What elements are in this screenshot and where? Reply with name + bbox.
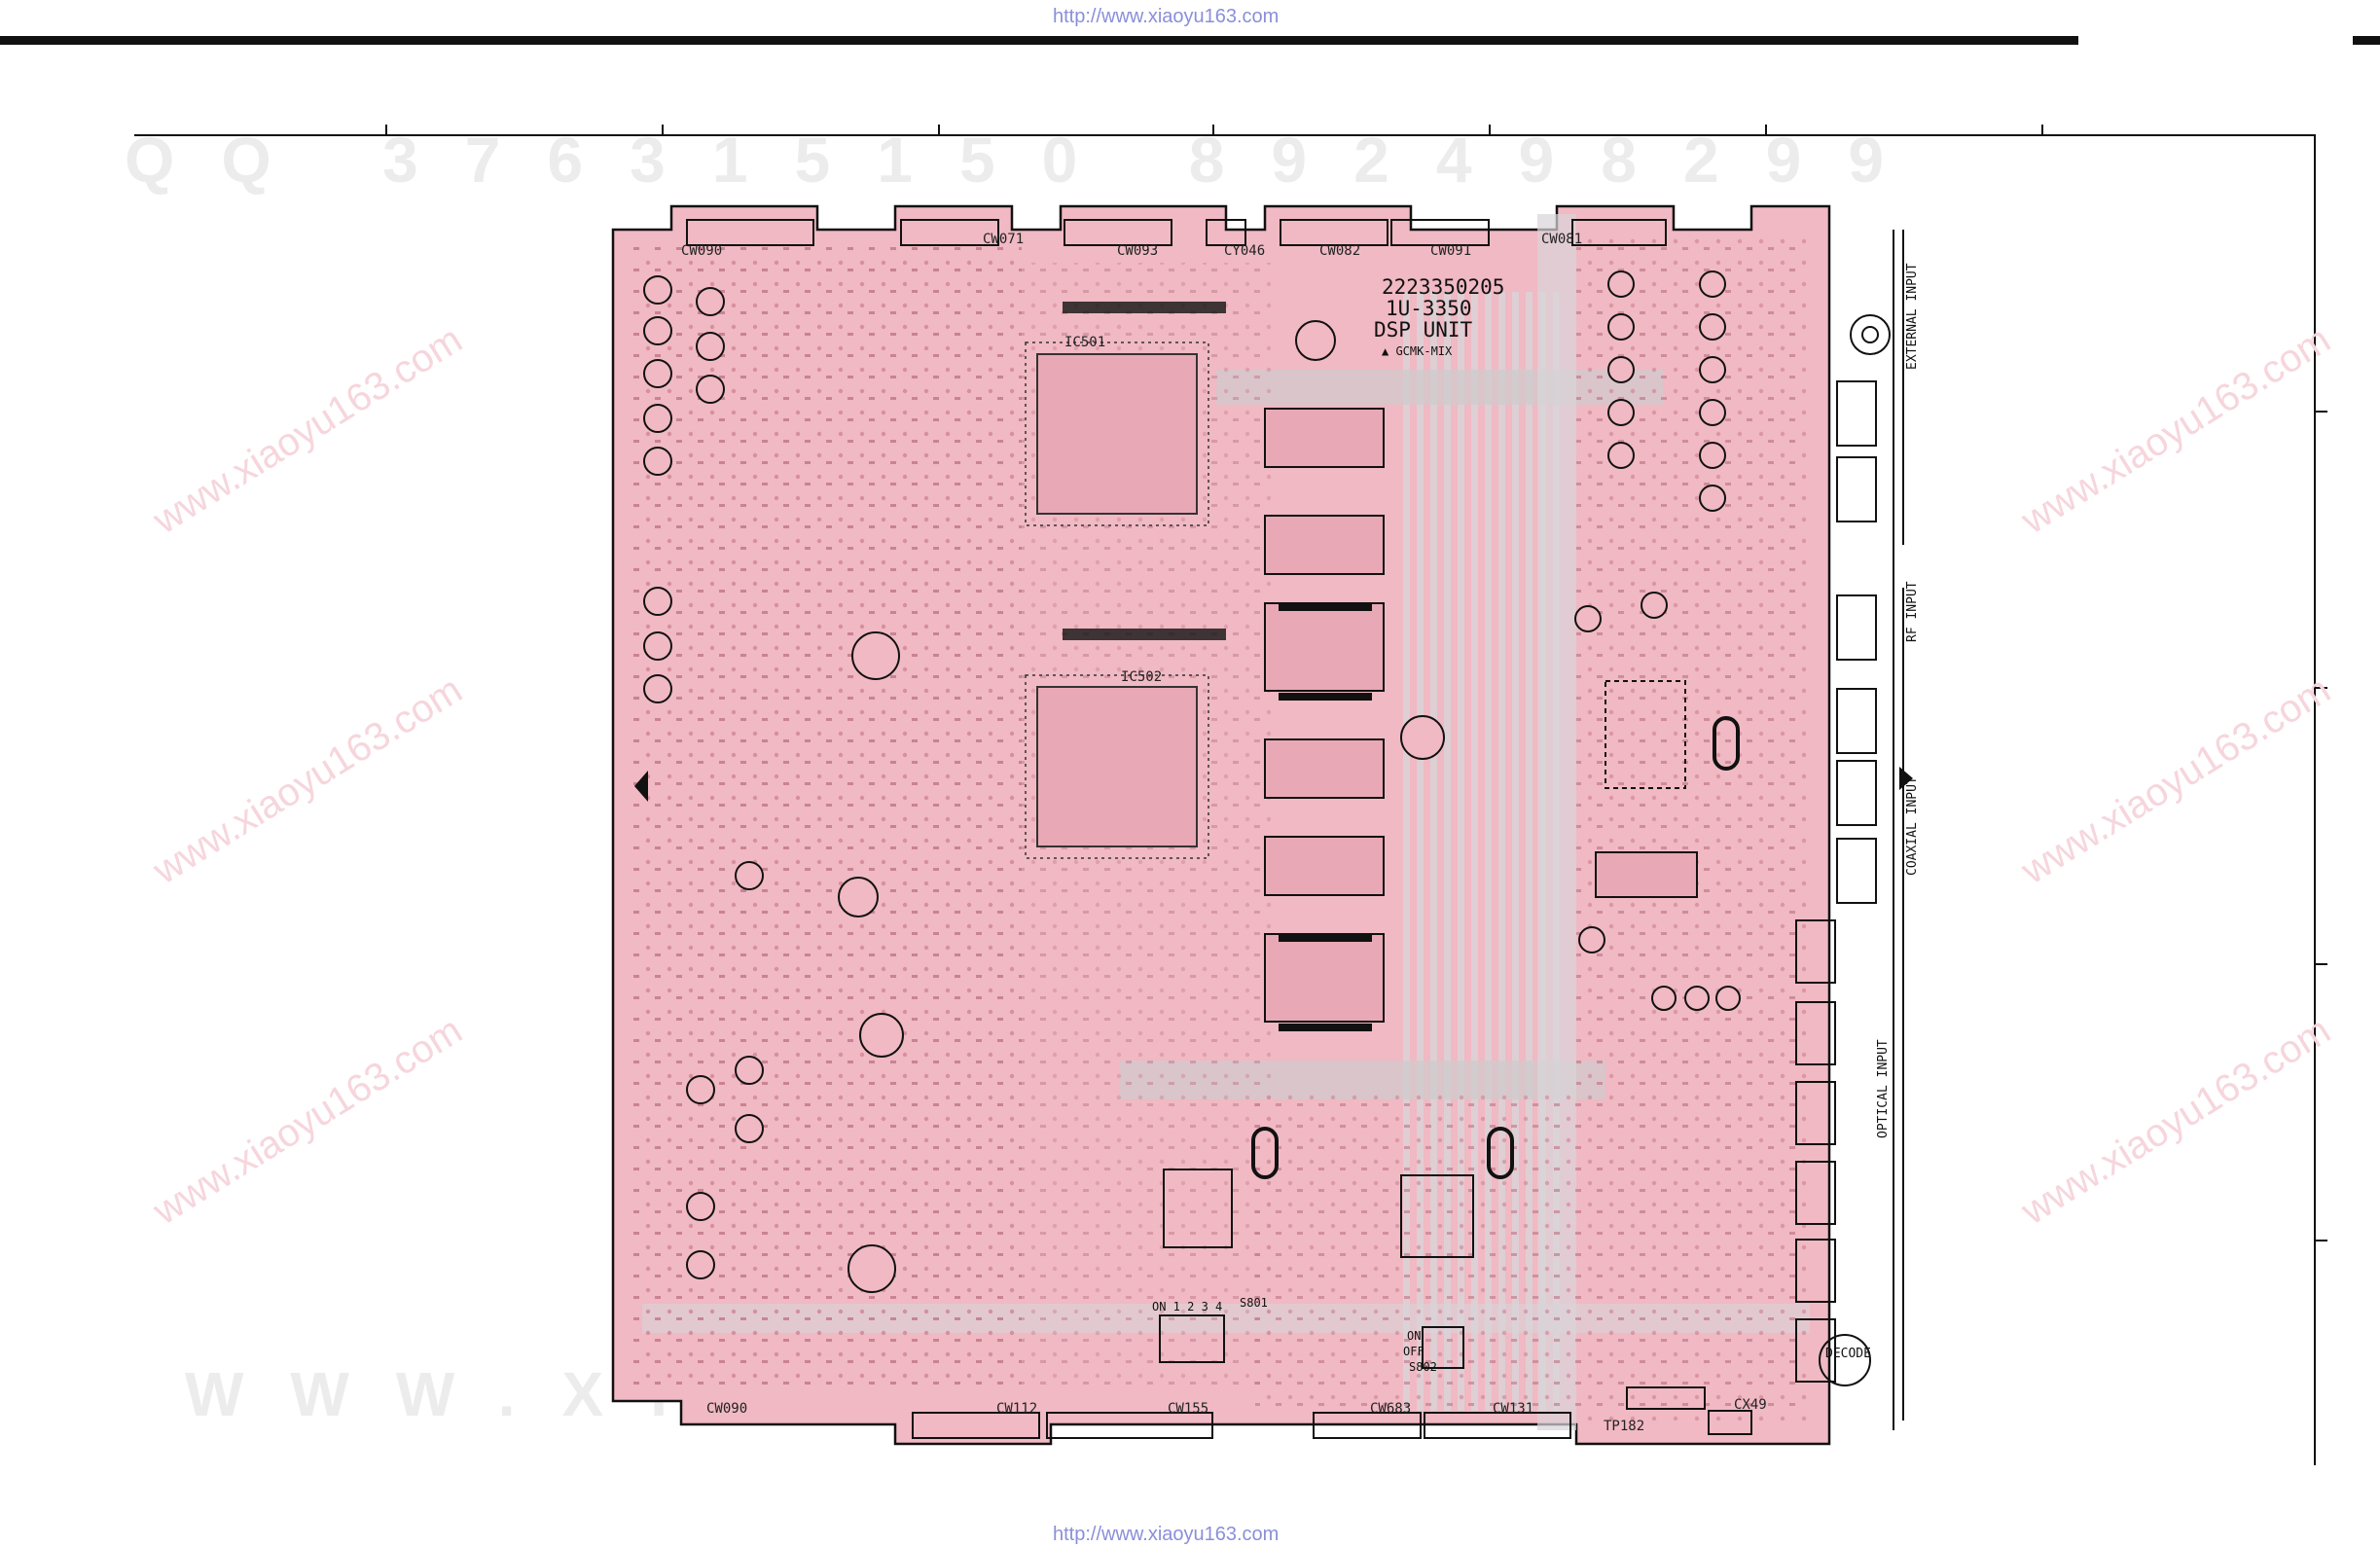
frame-ruler-top [134, 134, 2316, 136]
crystal-x802 [1487, 1127, 1514, 1179]
svg-text:CW081: CW081 [1541, 232, 1582, 247]
switch-s802-ref: S802 [1409, 1360, 1437, 1374]
svg-text:IC501: IC501 [1064, 335, 1105, 350]
header-url[interactable]: http://www.xiaoyu163.com [1053, 6, 1280, 27]
switch-s802 [1422, 1326, 1464, 1369]
ic-506 [1264, 408, 1385, 468]
switch-s802-on: ON [1407, 1329, 1422, 1343]
connector-top [1571, 219, 1667, 246]
connector-top [686, 219, 814, 246]
frame-tick [2314, 963, 2327, 965]
ic-502 [1025, 674, 1209, 859]
switch-s802-off: OFF [1403, 1345, 1424, 1358]
frame-tick [2314, 1240, 2327, 1241]
connector-top [1280, 219, 1388, 246]
crystal-x201 [1713, 716, 1740, 771]
ic-203 [1595, 851, 1698, 898]
ruler-tick [662, 125, 664, 136]
switch-s801 [1159, 1314, 1225, 1363]
ic-508 [1264, 515, 1385, 575]
svg-text:CW071: CW071 [983, 232, 1024, 247]
svg-text:CW090: CW090 [681, 243, 722, 259]
ruler-tick [938, 125, 940, 136]
label-rf-input: RF INPUT [1905, 581, 1920, 642]
connector-top [1064, 219, 1172, 246]
capacitors [643, 270, 1741, 1293]
board-name: DSP UNIT [1374, 318, 1473, 342]
svg-text:CW082: CW082 [1319, 243, 1360, 259]
ic-501 [1025, 342, 1209, 526]
component-field-bottom [1255, 1090, 1576, 1411]
svg-text:CW093: CW093 [1117, 243, 1158, 259]
ic-202 [1605, 680, 1686, 789]
ruler-tick [1765, 125, 1767, 136]
frame-tick [2314, 687, 2327, 689]
ic-801 [1163, 1169, 1233, 1248]
connector-top [1390, 219, 1490, 246]
board-model: 1U-3350 [1386, 297, 1472, 320]
label-external-input: EXTERNAL INPUT [1905, 263, 1920, 370]
connector-bottom [1424, 1412, 1571, 1439]
board-part-number: 2223350205 [1382, 275, 1505, 299]
svg-text:CW155: CW155 [1168, 1401, 1208, 1417]
component-field-left [632, 243, 1022, 1391]
right-jacks [1795, 314, 1891, 1386]
connector-bottom [1046, 1412, 1213, 1439]
ruler-tick [385, 125, 387, 136]
svg-text:IC502: IC502 [1121, 669, 1162, 685]
footer-url[interactable]: http://www.xiaoyu163.com [1053, 1524, 1280, 1545]
ic-510 [1264, 836, 1385, 896]
svg-text:CW090: CW090 [706, 1401, 747, 1417]
connector-bottom [1626, 1386, 1706, 1410]
connector-bottom [912, 1412, 1040, 1439]
component-field-right [1576, 234, 1810, 1421]
svg-text:CW112: CW112 [996, 1401, 1037, 1417]
ic-802 [1400, 1174, 1474, 1258]
ruler-tick [1212, 125, 1214, 136]
label-decode: DECODE [1825, 1347, 1871, 1361]
svg-text:CX49: CX49 [1734, 1397, 1767, 1413]
ruler-tick [2041, 125, 2043, 136]
label-coaxial-input: COAXIAL INPUT [1905, 776, 1920, 876]
connector-top [1206, 219, 1246, 246]
svg-text:CW683: CW683 [1370, 1401, 1411, 1417]
connector-top [900, 219, 999, 246]
frame-right [2314, 134, 2316, 1465]
ic-511 [1264, 933, 1385, 1023]
switch-s801-ref: S801 [1240, 1296, 1268, 1310]
frame-tick [2314, 411, 2327, 413]
top-rule-right [2353, 36, 2380, 45]
crystal-x801 [1251, 1127, 1279, 1179]
svg-text:CW131: CW131 [1493, 1401, 1533, 1417]
label-optical-input: OPTICAL INPUT [1876, 1039, 1891, 1138]
connector-bottom [1708, 1410, 1752, 1435]
board-mark: ▲ GCMK-MIX [1382, 344, 1453, 358]
top-rule [0, 36, 2078, 45]
connector-bottom [1313, 1412, 1422, 1439]
ruler-tick [1489, 125, 1491, 136]
switch-s801-label: ON 1 2 3 4 [1152, 1300, 1223, 1313]
svg-text:CY046: CY046 [1224, 243, 1265, 259]
svg-text:TP182: TP182 [1604, 1419, 1644, 1434]
ic-509 [1264, 602, 1385, 692]
svg-text:CW091: CW091 [1430, 243, 1471, 259]
ic-507 [1264, 738, 1385, 799]
